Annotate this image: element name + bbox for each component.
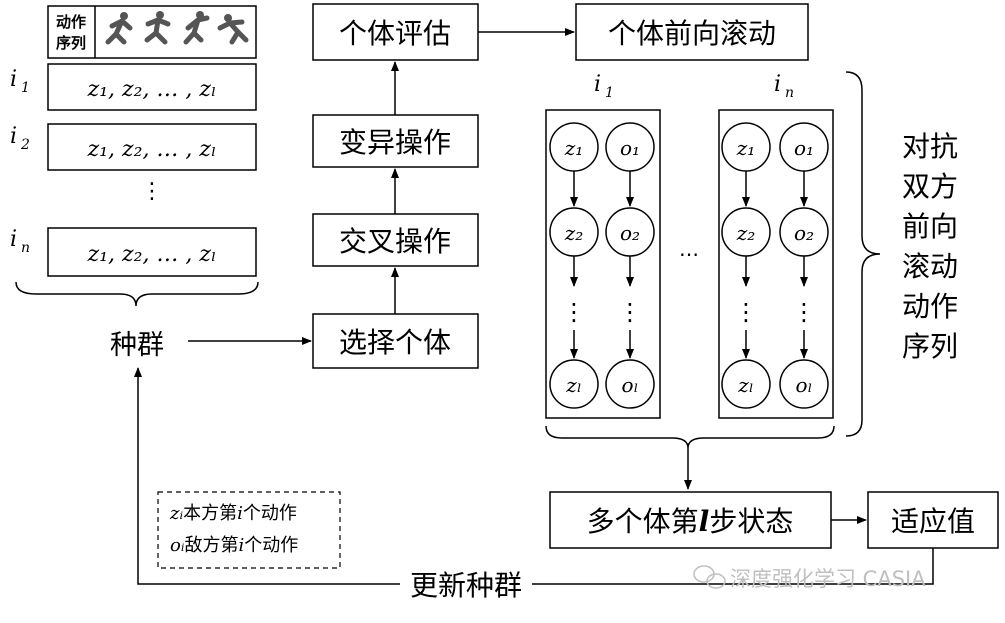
feedback-arrow-to-population — [134, 367, 400, 585]
node-o2: o₂ — [620, 221, 640, 245]
feedback-line-right — [532, 548, 934, 585]
legend-o-line: oᵢ敌方第i个动作 — [170, 535, 298, 556]
o-ellipsis: ⋮ — [618, 298, 642, 326]
mutate-label: 变异操作 — [339, 126, 451, 159]
node-n-ol: oₗ — [796, 373, 813, 397]
node-n-z2: z₂ — [736, 221, 756, 245]
fitness-label: 适应值 — [891, 505, 975, 538]
row-2-index-sub: 2 — [20, 137, 30, 153]
update-label: 更新种群 — [410, 569, 522, 602]
watermark-text: 深度强化学习 CASIA — [730, 567, 926, 591]
panels-ellipsis: … — [679, 237, 699, 261]
crossover-box: 交叉操作 — [312, 213, 479, 267]
rollout-individual-first: i — [594, 72, 601, 97]
rollout-right-brace — [845, 71, 881, 437]
population-ellipsis: ⋮ — [141, 179, 163, 204]
legend-o-suffix: 个动作 — [244, 535, 298, 556]
node-n-zl: zₗ — [737, 373, 753, 397]
node-ol: oₗ — [622, 373, 639, 397]
rollout-title: 个体前向滚动 — [608, 17, 776, 50]
population-label: 种群 — [110, 330, 164, 361]
rollout-individual-first-sub: 1 — [605, 85, 614, 101]
node-z1: z₁ — [564, 136, 584, 160]
row-n-index-sub: n — [21, 240, 30, 256]
population-brace — [15, 281, 259, 307]
rollout-individual-last: i — [774, 72, 781, 97]
population-row-n: i n z₁, z₂, … , zₗ — [10, 227, 257, 277]
legend-z-symbol: zᵢ — [169, 503, 183, 524]
select-box: 选择个体 — [312, 313, 479, 369]
legend-o-text: 敌方第 — [184, 535, 238, 556]
node-n-o1: o₁ — [794, 136, 814, 160]
n-o-ellipsis: ⋮ — [792, 298, 816, 326]
node-zl: zₗ — [565, 373, 581, 397]
population-header: 动作 序列 — [47, 5, 257, 59]
rollout-panel-first: z₁ z₂ ⋮ zₗ o₁ o₂ ⋮ oₗ — [545, 109, 661, 419]
brace-label-1: 对抗 — [902, 130, 958, 163]
evaluate-box: 个体评估 — [312, 3, 479, 61]
fitness-box: 适应值 — [867, 491, 999, 549]
rollout-panel-last: z₁ z₂ ⋮ zₗ o₁ o₂ ⋮ oₗ — [718, 109, 834, 419]
row-2-sequence: z₁, z₂, … , zₗ — [87, 137, 217, 162]
row-n-sequence: z₁, z₂, … , zₗ — [87, 242, 217, 267]
node-n-z1: z₁ — [736, 136, 756, 160]
row-2-index: i — [10, 124, 17, 149]
row-1-index-sub: 1 — [21, 80, 30, 96]
population-row-2: i 2 z₁, z₂, … , zₗ — [10, 123, 257, 171]
evaluate-label: 个体评估 — [339, 17, 451, 50]
header-label-line2: 序列 — [56, 34, 86, 52]
legend-z-ivar: i — [237, 503, 243, 524]
brace-label-4: 滚动 — [902, 250, 958, 283]
brace-label-2: 双方 — [902, 170, 958, 203]
panels-bottom-brace — [545, 425, 835, 449]
row-1-sequence: z₁, z₂, … , zₗ — [87, 77, 217, 102]
watermark: 深度强化学习 CASIA — [693, 565, 926, 591]
brace-label: 对抗 双方 前向 滚动 动作 序列 — [902, 130, 958, 363]
legend-o-ivar: i — [238, 535, 244, 556]
crossover-label: 交叉操作 — [339, 225, 451, 258]
header-label-line1: 动作 — [56, 13, 86, 31]
z-ellipsis: ⋮ — [562, 298, 586, 326]
node-n-o2: o₂ — [794, 221, 814, 245]
legend-z-text: 本方第 — [183, 503, 237, 524]
action-figures-icon — [105, 11, 249, 45]
brace-label-6: 序列 — [902, 330, 958, 363]
state-label-after: 步状态 — [709, 505, 793, 538]
state-label: 多个体第l步状态 — [587, 505, 794, 538]
legend-z-line: zᵢ本方第i个动作 — [169, 503, 297, 524]
state-label-var: l — [699, 505, 710, 538]
wechat-icon — [693, 565, 726, 589]
n-z-ellipsis: ⋮ — [734, 298, 758, 326]
node-o1: o₁ — [620, 136, 640, 160]
node-z2: z₂ — [564, 221, 584, 245]
row-1-index: i — [10, 67, 17, 92]
rollout-title-box: 个体前向滚动 — [575, 3, 809, 61]
legend-o-symbol: oᵢ — [170, 535, 185, 556]
legend-box: zᵢ本方第i个动作 oᵢ敌方第i个动作 — [157, 491, 341, 569]
state-label-before: 多个体第 — [587, 505, 699, 538]
select-label: 选择个体 — [339, 326, 451, 359]
row-n-index: i — [10, 227, 17, 252]
mutate-box: 变异操作 — [312, 114, 479, 168]
brace-label-3: 前向 — [902, 210, 958, 243]
population-row-1: i 1 z₁, z₂, … , zₗ — [10, 63, 257, 111]
legend-z-suffix: 个动作 — [243, 503, 297, 524]
brace-label-5: 动作 — [902, 290, 958, 323]
rollout-individual-last-sub: n — [785, 85, 794, 101]
state-box: 多个体第l步状态 — [549, 491, 832, 549]
